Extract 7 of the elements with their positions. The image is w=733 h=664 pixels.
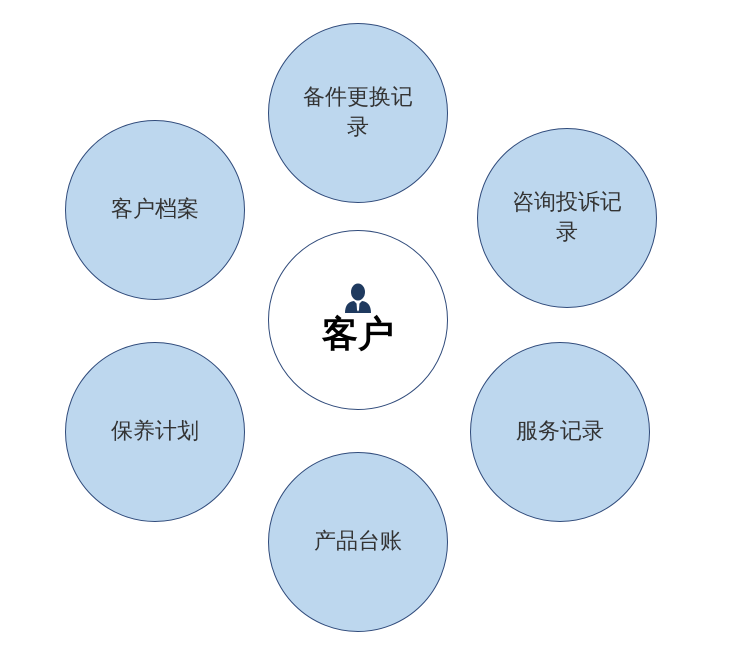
node-label: 产品台账 [313, 528, 403, 556]
node-label: 客户档案 [110, 196, 200, 224]
center-label: 客户 [322, 313, 394, 357]
node-label: 保养计划 [110, 418, 200, 446]
node-label: 咨询投诉记录 [512, 189, 622, 247]
node-label: 备件更换记录 [303, 84, 413, 142]
node-label: 服务记录 [515, 418, 605, 446]
